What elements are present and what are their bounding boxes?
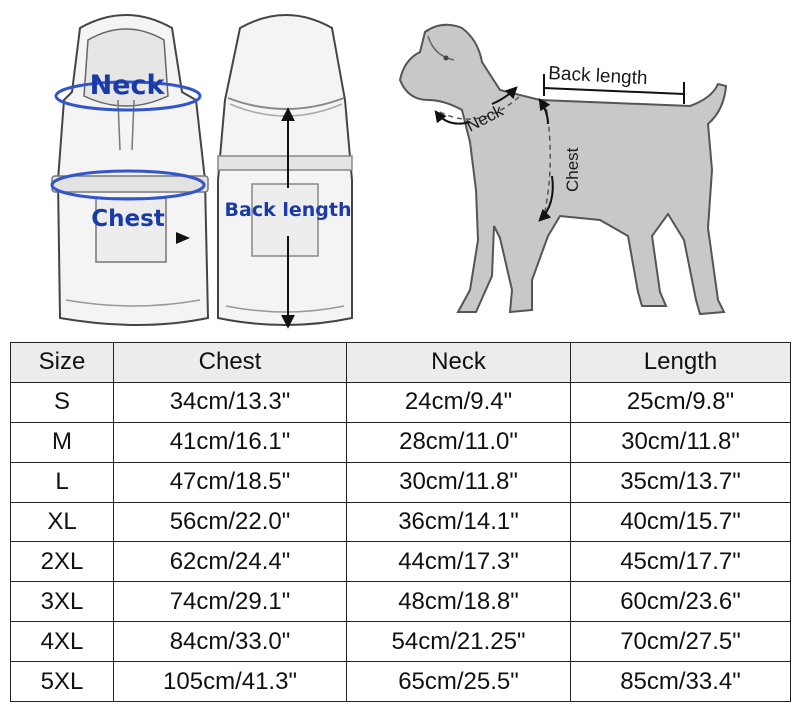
cell-neck: 36cm/14.1": [346, 501, 571, 543]
dog-back-length-line: [543, 87, 685, 95]
dog-back-length-label: Back length: [548, 63, 648, 89]
dog-illustration: Back length Neck Chest: [398, 23, 728, 316]
header-neck: Neck: [346, 342, 571, 383]
cell-neck: 54cm/21.25": [346, 621, 571, 663]
cell-chest: 47cm/18.5": [113, 461, 347, 503]
cell-neck: 30cm/11.8": [346, 461, 571, 503]
table-row: L 47cm/18.5" 30cm/11.8" 35cm/13.7": [10, 461, 791, 503]
cell-chest: 84cm/33.0": [113, 621, 347, 663]
cell-chest: 34cm/13.3": [113, 381, 347, 423]
header-chest: Chest: [113, 342, 347, 383]
cell-chest: 62cm/24.4": [113, 541, 347, 583]
cell-size: M: [10, 421, 114, 463]
pointer-arrow-icon: [176, 232, 190, 244]
table-row: S 34cm/13.3" 24cm/9.4" 25cm/9.8": [10, 381, 791, 423]
dog-chest-arrow-top: [538, 98, 551, 125]
cell-neck: 24cm/9.4": [346, 381, 571, 423]
cell-size: L: [10, 461, 114, 503]
cell-length: 30cm/11.8": [570, 421, 791, 463]
cell-size: 4XL: [10, 621, 114, 663]
cell-length: 35cm/13.7": [570, 461, 791, 503]
cell-size: 2XL: [10, 541, 114, 583]
table-header-row: Size Chest Neck Length: [10, 342, 791, 383]
cell-size: 3XL: [10, 581, 114, 623]
cell-neck: 48cm/18.8": [346, 581, 571, 623]
cell-chest: 105cm/41.3": [113, 661, 347, 703]
cell-size: S: [10, 381, 114, 423]
measurement-diagram: Neck Chest Back length Back length Neck …: [50, 14, 728, 329]
header-size: Size: [10, 342, 114, 383]
cell-size: XL: [10, 501, 114, 543]
table-row: 5XL 105cm/41.3" 65cm/25.5" 85cm/33.4": [10, 661, 791, 703]
header-length: Length: [570, 342, 791, 383]
table-row: XL 56cm/22.0" 36cm/14.1" 40cm/15.7": [10, 501, 791, 543]
table-row: 2XL 62cm/24.4" 44cm/17.3" 45cm/17.7": [10, 541, 791, 583]
chest-ring: [50, 169, 206, 201]
coat-back-illustration: Back length: [217, 14, 353, 329]
neck-ring: [54, 80, 202, 112]
cell-length: 60cm/23.6": [570, 581, 791, 623]
cell-length: 45cm/17.7": [570, 541, 791, 583]
dog-neck-arrow-left: [434, 110, 471, 125]
cell-chest: 74cm/29.1": [113, 581, 347, 623]
cell-chest: 56cm/22.0": [113, 501, 347, 543]
cell-chest: 41cm/16.1": [113, 421, 347, 463]
cell-length: 70cm/27.5": [570, 621, 791, 663]
dog-chest-label: Chest: [563, 147, 582, 192]
dog-chest-arrow-bottom: [538, 175, 554, 222]
table-row: 3XL 74cm/29.1" 48cm/18.8" 60cm/23.6": [10, 581, 791, 623]
table-row: 4XL 84cm/33.0" 54cm/21.25" 70cm/27.5": [10, 621, 791, 663]
cell-length: 25cm/9.8": [570, 381, 791, 423]
dog-neck-arrow-right: [491, 86, 518, 105]
front-chest-label: Chest: [91, 206, 165, 232]
cell-length: 85cm/33.4": [570, 661, 791, 703]
cell-neck: 65cm/25.5": [346, 661, 571, 703]
cell-neck: 28cm/11.0": [346, 421, 571, 463]
coat-front-illustration: Neck Chest: [50, 14, 210, 326]
size-chart-table: Size Chest Neck Length S 34cm/13.3" 24cm…: [10, 342, 791, 703]
cell-size: 5XL: [10, 661, 114, 703]
cell-neck: 44cm/17.3": [346, 541, 571, 583]
back-length-label: Back length: [225, 199, 352, 221]
table-row: M 41cm/16.1" 28cm/11.0" 30cm/11.8": [10, 421, 791, 463]
front-neck-label: Neck: [90, 70, 166, 101]
illustrations: Neck Chest Back length Back length Neck …: [0, 0, 800, 340]
cell-length: 40cm/15.7": [570, 501, 791, 543]
